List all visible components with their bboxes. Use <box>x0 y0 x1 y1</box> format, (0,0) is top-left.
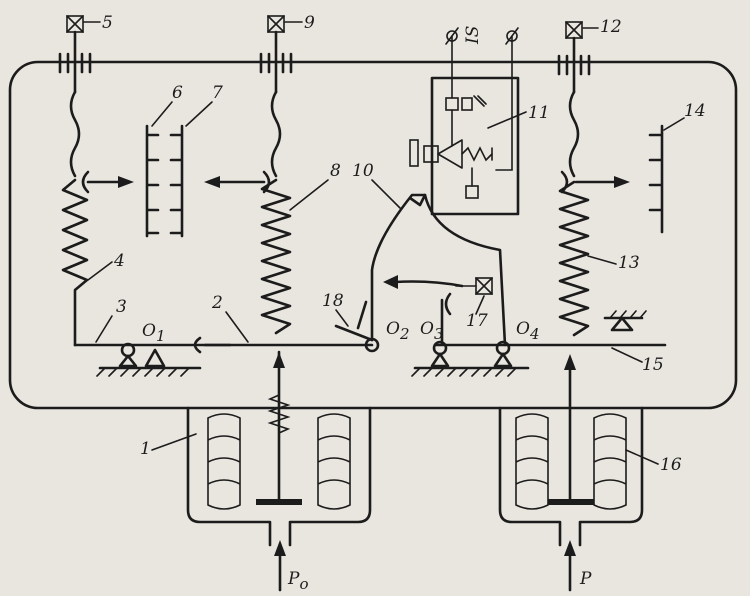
label-2: 2 <box>211 293 223 313</box>
right-bellows-chamber <box>498 406 644 547</box>
pointer-arrow-7-head <box>204 176 220 188</box>
left-bellows-plate <box>256 499 302 505</box>
label-10: 10 <box>352 161 374 181</box>
label-5: 5 <box>102 13 113 33</box>
p-arrow-head <box>564 540 576 556</box>
leader-7 <box>185 101 213 127</box>
left-bellows <box>207 413 351 510</box>
leader-15 <box>611 347 643 363</box>
lever-2 <box>193 336 374 354</box>
label-p0: Po <box>287 569 308 593</box>
left-rod-arrow-head <box>273 352 285 368</box>
label-8: 8 <box>330 161 341 181</box>
label-o4: O4 <box>516 319 539 343</box>
rod-8 <box>270 90 282 178</box>
p0-arrow-head <box>274 540 286 556</box>
small-spring <box>267 394 291 434</box>
label-12: 12 <box>600 17 622 37</box>
screw-12 <box>557 21 591 94</box>
screw-5 <box>58 15 92 94</box>
label-1: 1 <box>140 439 151 459</box>
right-bellows-plate <box>548 499 594 505</box>
label-17: 17 <box>466 311 488 331</box>
scale-6 <box>145 124 160 238</box>
label-18: 18 <box>322 291 344 311</box>
terminal-slash-right <box>505 27 519 45</box>
label-p: P <box>579 569 592 589</box>
relay-box-11 <box>430 76 520 216</box>
label-7: 7 <box>212 83 223 103</box>
pointer-arrow-6-head <box>118 176 134 188</box>
arrow-17 <box>393 280 464 288</box>
label-3: 3 <box>116 297 127 317</box>
right-rod-arrow-head <box>564 354 576 370</box>
spring-4 <box>61 178 89 347</box>
pointer-4 <box>81 170 90 194</box>
scale-7 <box>169 124 184 238</box>
pointer-arrow-14-head <box>614 176 630 188</box>
pivot-o3 <box>411 340 530 377</box>
leader-8 <box>289 179 329 211</box>
leader-18 <box>335 309 349 327</box>
label-o1: O1 <box>142 321 165 345</box>
label-14: 14 <box>684 101 706 121</box>
valve-17 <box>455 277 493 295</box>
spring-13 <box>558 180 590 337</box>
relay-internals <box>409 95 493 199</box>
right-bellows <box>515 413 627 510</box>
screw-9 <box>259 15 293 94</box>
label-o3: O3 <box>420 319 443 343</box>
terminal-right-wire <box>495 35 513 171</box>
left-bellows-chamber <box>186 406 372 547</box>
rod-4 <box>69 90 81 178</box>
terminal-left <box>446 30 458 42</box>
terminal-label: IS <box>463 26 483 45</box>
rod-13 <box>568 90 580 178</box>
leader-17 <box>475 295 485 315</box>
label-6: 6 <box>172 83 183 103</box>
label-16: 16 <box>660 455 682 475</box>
label-15: 15 <box>642 355 664 375</box>
leader-6 <box>151 101 173 127</box>
label-4: 4 <box>113 251 125 271</box>
leader-14 <box>663 117 685 131</box>
pointer-13 <box>560 170 569 194</box>
label-11: 11 <box>528 103 550 123</box>
lever-18 <box>334 300 374 342</box>
flapper-tip <box>408 193 427 207</box>
leader-3 <box>95 315 113 343</box>
nozzle-17 <box>440 292 452 346</box>
label-13: 13 <box>618 253 640 273</box>
terminal-slash-left <box>445 27 459 45</box>
label-9: 9 <box>304 13 315 33</box>
leader-16 <box>625 449 659 465</box>
leader-10 <box>371 179 401 209</box>
leader-2 <box>225 311 249 343</box>
pivot-o1 <box>96 342 202 377</box>
terminal-right <box>506 30 518 42</box>
housing <box>8 60 738 410</box>
leader-1 <box>151 433 197 451</box>
leader-4 <box>87 261 113 281</box>
arrow-17-head <box>383 275 398 289</box>
leader-13 <box>587 255 617 265</box>
spring-8 <box>260 178 292 335</box>
stop-15 <box>603 310 647 332</box>
scale-14 <box>648 124 664 234</box>
leader-11 <box>487 111 527 129</box>
label-o2: O2 <box>386 319 409 343</box>
